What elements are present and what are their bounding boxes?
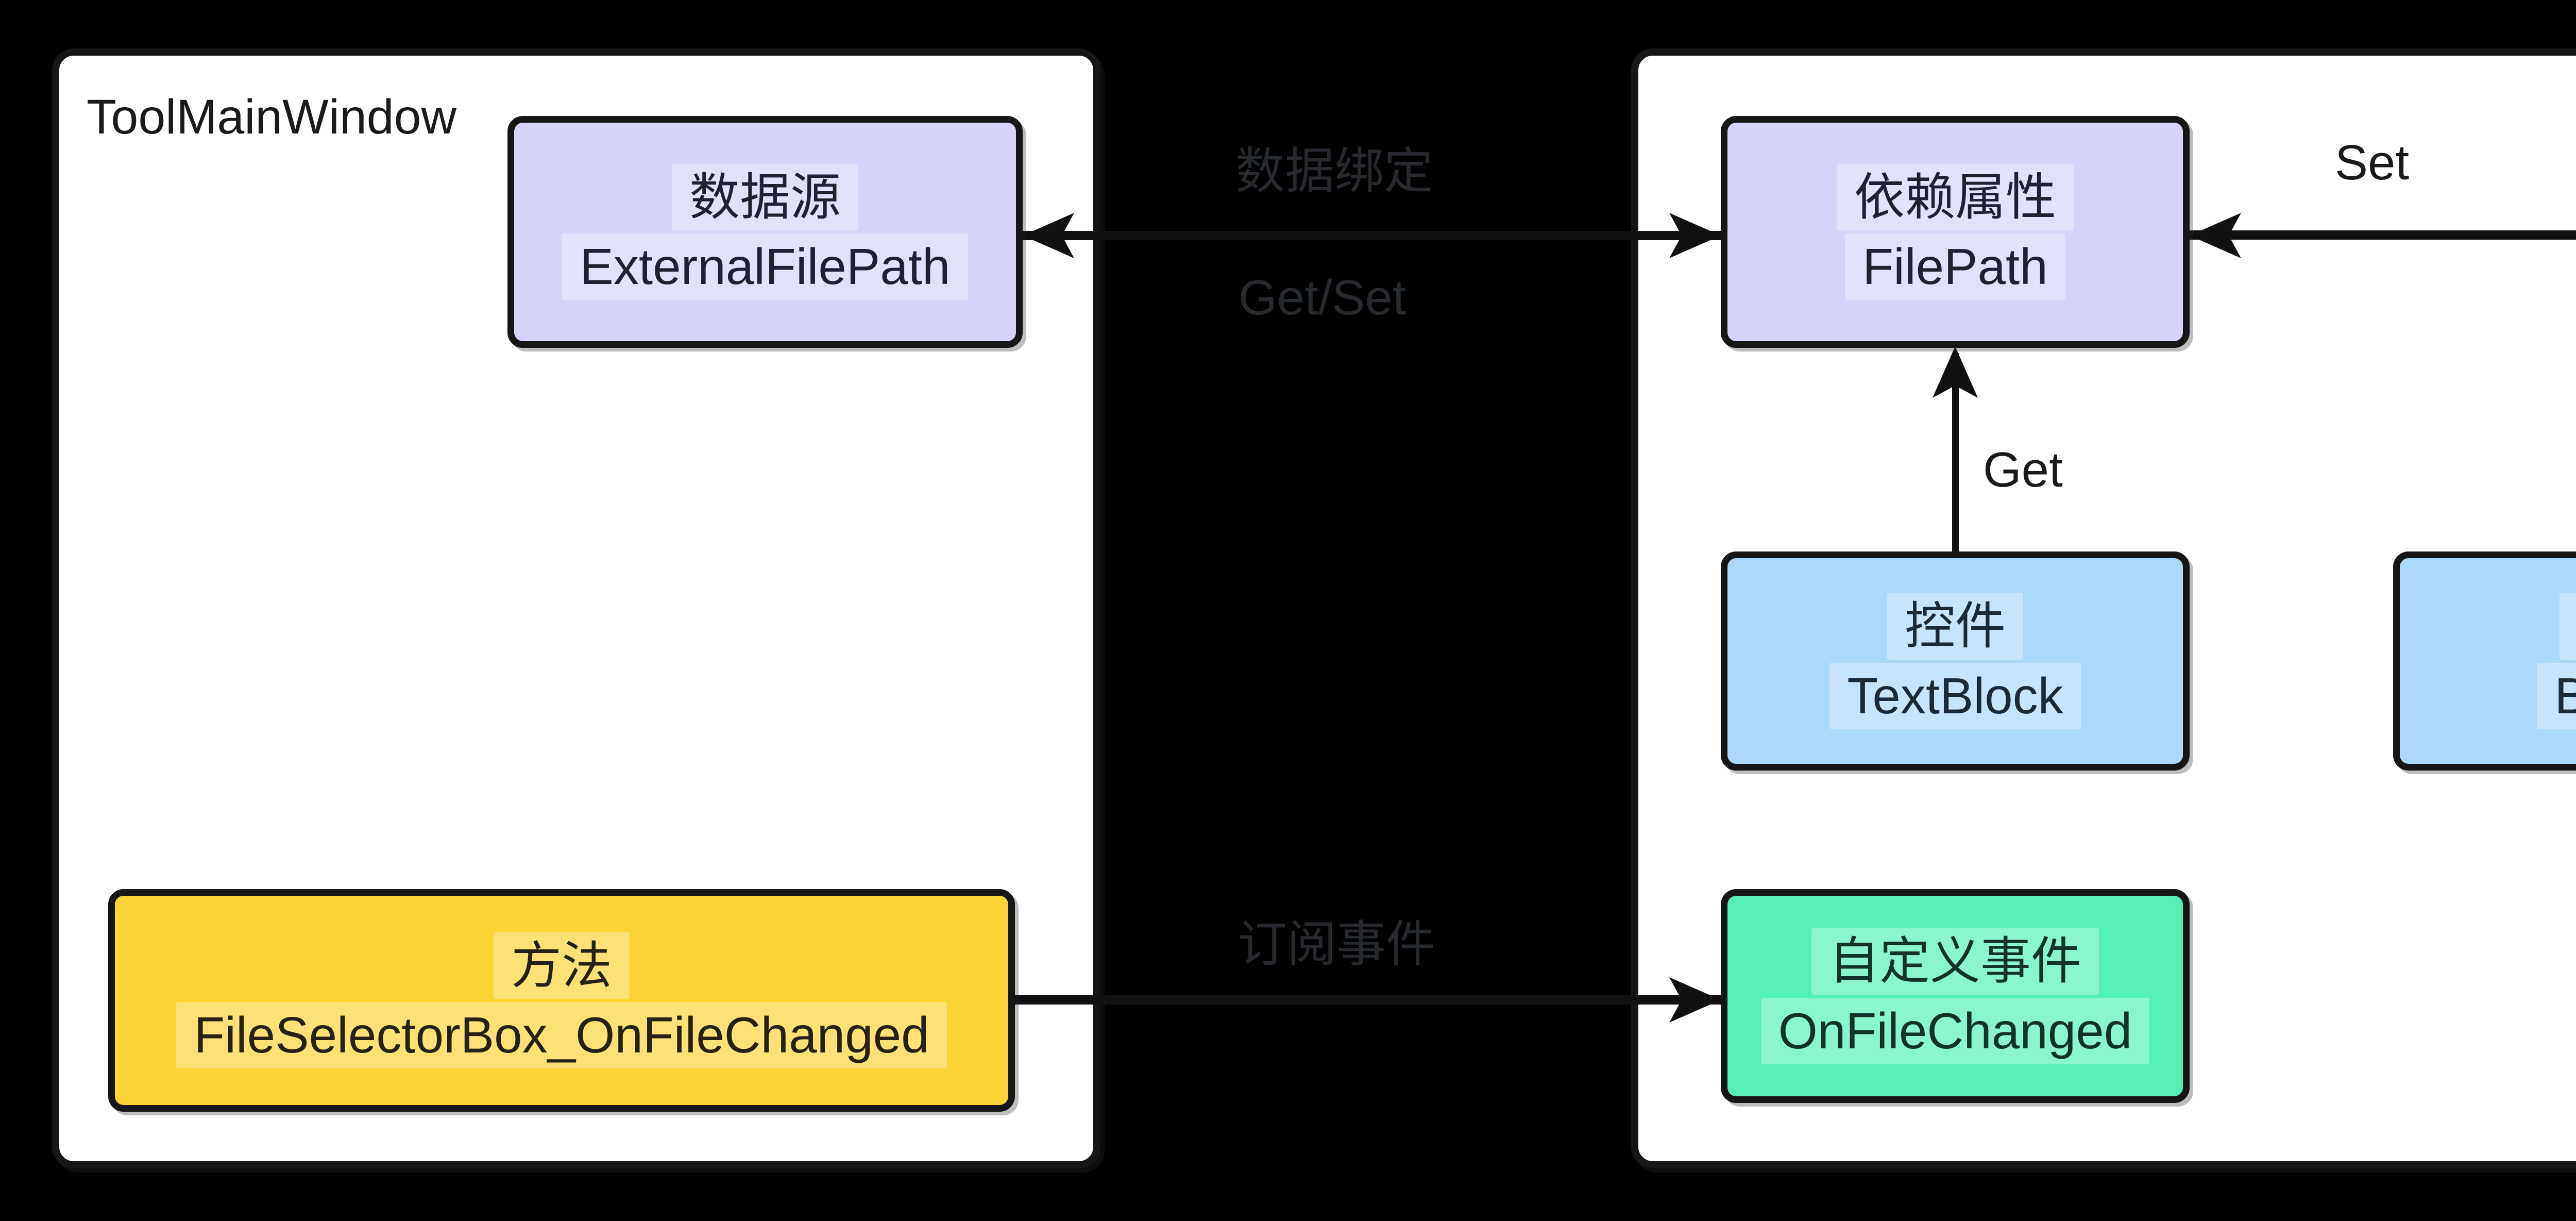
get-arrow-vertical-line (1952, 353, 1959, 551)
data-source-type-label: 数据源 (671, 163, 858, 230)
button-type-label: 控件 (2559, 593, 2576, 660)
subscribe-event-label: 订阅事件 (1238, 917, 1435, 972)
method-type-label: 方法 (493, 932, 630, 999)
button-control-node: 控件 Button (2393, 551, 2576, 771)
data-binding-label: 数据绑定 (1235, 144, 1433, 199)
dependency-property-node: 依赖属性 FilePath (1721, 116, 2190, 348)
get-set-label: Get/Set (1239, 270, 1406, 325)
method-node: 方法 FileSelectorBox_OnFileChanged (108, 889, 1015, 1112)
dependency-property-name-label: FilePath (1845, 233, 2065, 300)
binding-arrow-line (1023, 231, 1721, 240)
custom-event-type-label: 自定义事件 (1811, 928, 2099, 995)
dependency-property-type-label: 依赖属性 (1836, 163, 2074, 230)
button-name-label: Button (2537, 662, 2576, 729)
data-source-name-label: ExternalFilePath (562, 233, 968, 300)
subscribe-arrow-line (1015, 995, 1721, 1005)
data-source-node: 数据源 ExternalFilePath (507, 116, 1023, 348)
get-edge-label: Get (1983, 442, 2063, 497)
textblock-type-label: 控件 (1887, 593, 2023, 660)
set-edge-label: Set (2335, 135, 2410, 190)
method-name-label: FileSelectorBox_OnFileChanged (176, 1002, 947, 1069)
textblock-control-node: 控件 TextBlock (1721, 551, 2190, 771)
custom-event-name-label: OnFileChanged (1760, 997, 2150, 1064)
left-window-title: ToolMainWindow (87, 90, 457, 144)
textblock-name-label: TextBlock (1829, 662, 2081, 729)
set-arrow-horizontal-line (2190, 230, 2576, 240)
custom-event-node: 自定义事件 OnFileChanged (1721, 889, 2190, 1103)
